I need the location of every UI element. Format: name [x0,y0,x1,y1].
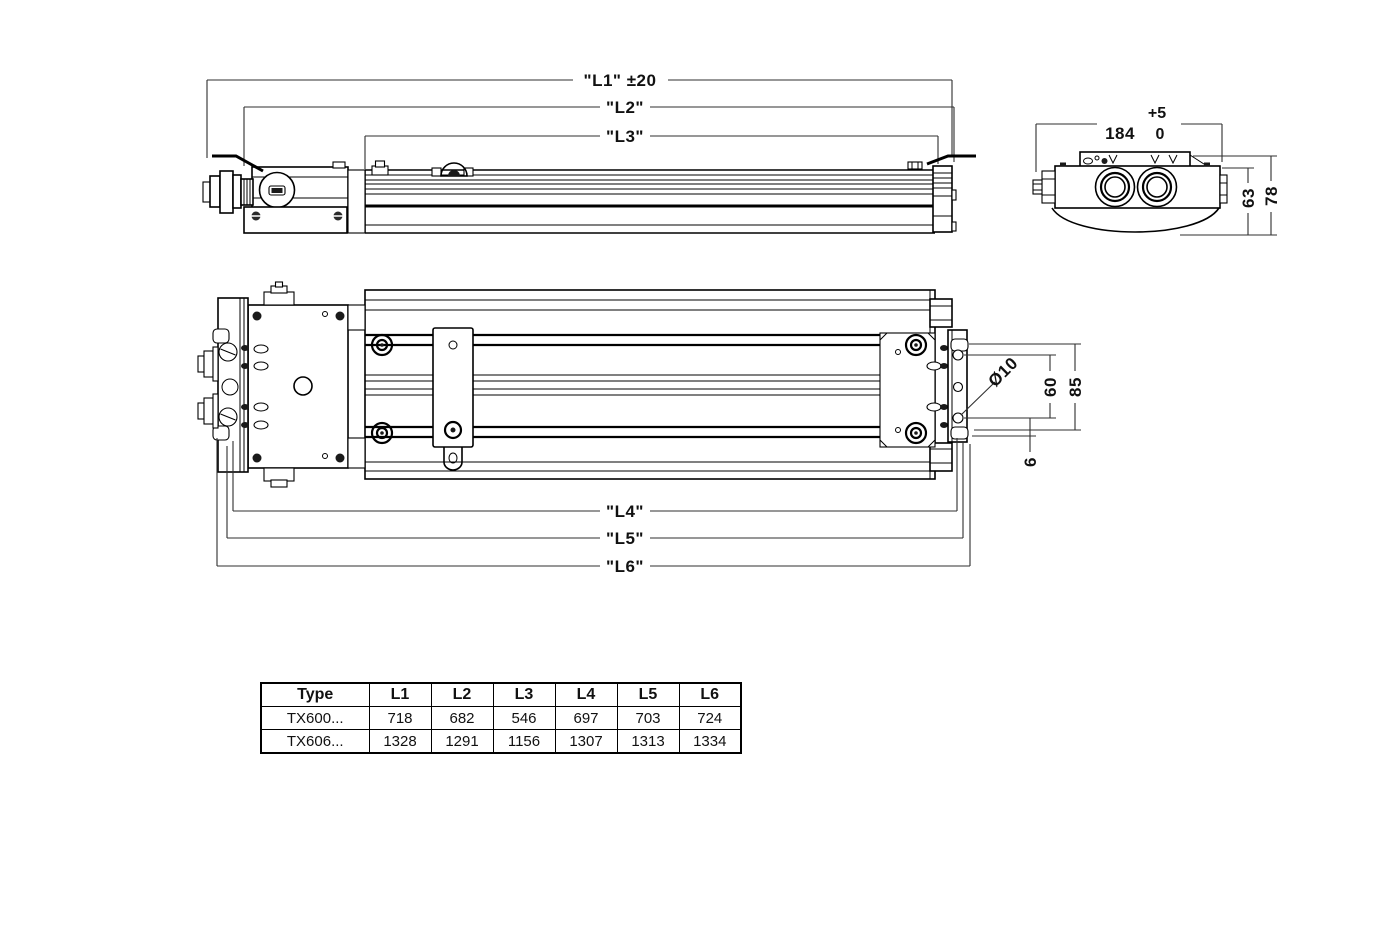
dim-label-hole-dia: Ø10 [984,353,1021,390]
eyelet-bracket [431,162,474,177]
mount-hole [952,381,964,393]
bore-right [1136,166,1178,208]
dim-6: 6 [972,418,1040,467]
header-l6: L6 [678,682,742,707]
center-hole [293,376,313,396]
dim-184: 184 +5 0 [1035,105,1223,172]
header-l2: L2 [430,682,494,707]
left-flange-arm [212,154,264,173]
dim-l6: "L6" [216,438,971,576]
bottom-cover [1051,207,1220,233]
connector-plug-lower [197,393,219,429]
sensor-fitting [371,160,389,176]
table-header-row: Type L1 L2 L3 L4 L5 L6 [260,682,742,707]
rail-screw [370,421,394,445]
table-cell: 718 [368,706,432,730]
table-cell: 697 [554,706,618,730]
table-cell-type: TX606... [260,729,370,754]
right-rail-tab [907,161,923,170]
dim-label-184: 184 [1105,124,1135,143]
side-lower-plate [243,206,348,234]
connector-plug-upper [197,346,219,382]
dim-label-60: 60 [1041,377,1060,397]
mount-hole [952,412,964,424]
dim-label-l4: "L4" [606,502,644,521]
rail-end-blocks [929,298,953,472]
cable-gland [202,170,254,214]
side-view: "L1" ±20 "L2" "L3" [202,71,976,234]
dim-l3: "L3" [364,127,939,169]
dim-l1: "L1" ±20 [206,71,953,158]
dim-label-l1: "L1" ±20 [584,71,657,90]
dim-78: 78 [1193,155,1281,235]
dim-label-l2: "L2" [606,98,644,117]
table-cell: 703 [616,706,680,730]
plan-right-end-plate [947,329,969,443]
table-cell: 1291 [430,729,494,754]
table-cell-type: TX600... [260,706,370,730]
rail-screw [904,333,928,357]
header-l5: L5 [616,682,680,707]
dim-l2: "L2" [243,98,955,166]
end-view: 184 +5 0 [1032,105,1281,236]
plate-screw [251,211,261,221]
table-row: TX606... 1328 1291 1156 1307 1313 1334 [260,729,742,754]
dim-label-6: 6 [1021,457,1040,467]
table-row: TX600... 718 682 546 697 703 724 [260,706,742,730]
dim-hole-dia: Ø10 [960,353,1022,416]
dimension-spec-table: Type L1 L2 L3 L4 L5 L6 TX600... 718 682 … [260,682,742,754]
header-type: Type [260,682,370,707]
side-rail [364,169,935,234]
dim-l5: "L5" [226,442,964,548]
plan-view: Ø10 60 85 6 "L4" "L5" "L6" [197,281,1085,576]
plate-screw [333,211,343,221]
table-cell: 1328 [368,729,432,754]
table-cell: 724 [678,706,742,730]
dim-label-tol-upper: +5 [1148,105,1166,122]
dim-label-63: 63 [1239,188,1258,208]
side-end-cap [932,165,957,233]
table-cell: 1313 [616,729,680,754]
mount-hole [952,349,964,361]
dim-label-l3: "L3" [606,127,644,146]
dim-l4: "L4" [232,438,958,521]
rail-screw [370,333,394,357]
header-l3: L3 [492,682,556,707]
end-body [1032,162,1228,233]
dim-label-78: 78 [1262,186,1281,206]
plan-right-plate [879,332,948,448]
header-l4: L4 [554,682,618,707]
rail-screw [904,421,928,445]
table-cell: 1307 [554,729,618,754]
table-cell: 1334 [678,729,742,754]
bore-left [1094,166,1136,208]
dim-label-tol-lower: 0 [1156,126,1165,143]
sensor-bracket [432,327,474,471]
right-flange-arm [926,154,976,166]
dim-60: 60 [964,354,1060,419]
plan-motor-plate [247,281,366,488]
table-cell: 546 [492,706,556,730]
table-cell: 682 [430,706,494,730]
dim-label-l6: "L6" [606,557,644,576]
dim-85: 85 [969,343,1085,431]
dim-label-85: 85 [1066,377,1085,397]
plate-top-tab [263,281,295,306]
header-l1: L1 [368,682,432,707]
plate-bottom-tab [263,467,295,488]
dim-63: 63 [1180,167,1277,236]
table-cell: 1156 [492,729,556,754]
dim-label-l5: "L5" [606,529,644,548]
